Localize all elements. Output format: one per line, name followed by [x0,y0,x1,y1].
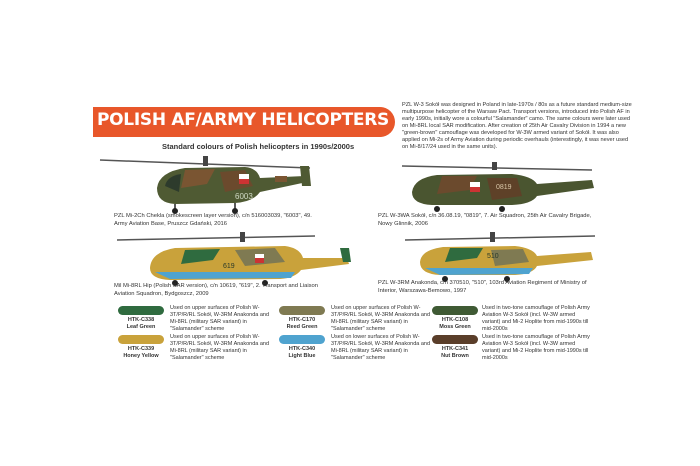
helicopter-mi8rl-image: 619 [116,232,351,286]
title-banner [93,107,395,137]
intro-text: PZL W-3 Sokół was designed in Poland in … [402,102,632,150]
paint-swatch-nut-brown [432,335,478,344]
helicopter-mi8rl-code: 619 [223,263,235,270]
paint-swatch-leaf-green [118,306,164,315]
paint-swatch-moss-green [432,306,478,315]
paint-swatch-honey-yellow [118,335,164,344]
page-subtitle: Standard colours of Polish helicopters i… [162,142,355,151]
page-title: POLISH AF/ARMY HELICOPTERS PAINT SET VOL… [97,110,556,130]
helicopter-mi2-image: 6003 [99,156,311,214]
helicopter-w3rm-image: 510 [404,232,596,282]
helicopter-w3wa-code: 0819 [496,184,512,191]
paint-description: Used on lower surfaces of Polish W-3T/P/… [331,334,431,361]
paint-description: Used in two-tone camouflage of Polish Ar… [482,305,590,332]
helicopter-mi2-code: 6003 [235,192,253,201]
caption-mi8rl: Mil Mi-8RL Hip (Polish SAR version), c/n… [114,283,318,297]
paint-description: Used on upper surfaces of Polish W-3T/P/… [331,305,431,332]
caption-w3rm: PZL W-3RM Anakonda, c/n 370510, "510", 1… [378,280,587,294]
helicopter-w3rm-code: 510 [487,253,499,260]
caption-w3wa: PZL W-3WA Sokół, c/n 36.08.19, "0819", 7… [378,213,592,227]
paint-swatch-light-blue [279,335,325,344]
caption-mi2: PZL Mi-2Ch Chekla (smokescreen layer ver… [114,213,312,227]
paint-description: Used on upper surfaces of Polish W-3T/P/… [170,305,270,332]
paint-description: Used in two-tone camouflage of Polish Ar… [482,334,590,361]
paint-description: Used on upper surfaces of Polish W-3T/P/… [170,334,270,361]
paint-swatch-reed-green [279,306,325,315]
helicopter-w3wa-image: 0819 [401,162,594,212]
